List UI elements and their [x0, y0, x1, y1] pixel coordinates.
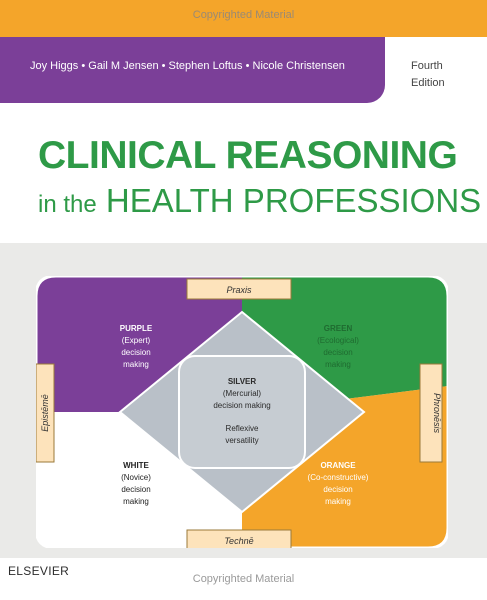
clinical-reasoning-diagram: Praxis Technē Epistēmē Phronēsis PURPLE …: [36, 276, 448, 548]
purple-line-2: decision: [121, 348, 150, 357]
purple-line-1: (Expert): [122, 336, 151, 345]
edition-line-1: Fourth: [411, 60, 443, 72]
white-line-2: decision: [121, 485, 150, 494]
techne-label: Technē: [224, 536, 253, 546]
praxis-label: Praxis: [226, 285, 252, 295]
episteme-label: Epistēmē: [40, 394, 50, 432]
silver-line-2: decision making: [213, 401, 270, 410]
edition-line-2: Edition: [411, 77, 445, 89]
publisher-logo: ELSEVIER: [8, 564, 70, 578]
green-line-3: making: [325, 360, 351, 369]
white-line-3: making: [123, 497, 149, 506]
praxis-box: [186, 278, 292, 300]
silver-line-3: Reflexive: [226, 424, 259, 433]
white-line-1: (Novice): [121, 473, 151, 482]
phronesis-box: [419, 363, 443, 463]
orange-line-2: decision: [323, 485, 352, 494]
authors-line: Joy Higgs • Gail M Jensen • Stephen Loft…: [30, 60, 345, 72]
subtitle-main: HEALTH PROFESSIONS: [105, 182, 482, 219]
white-title: WHITE: [123, 461, 149, 470]
silver-line-4: versatility: [225, 436, 258, 445]
orange-line-3: making: [325, 497, 351, 506]
purple-title: PURPLE: [120, 324, 153, 333]
orange-title: ORANGE: [320, 461, 356, 470]
book-subtitle: in the HEALTH PROFESSIONS: [38, 182, 481, 220]
episteme-box: [36, 363, 55, 463]
book-title: CLINICAL REASONING: [38, 134, 458, 177]
watermark-bottom: Copyrighted Material: [192, 573, 295, 585]
silver-box: [178, 355, 306, 469]
green-line-1: (Ecological): [317, 336, 359, 345]
silver-title: SILVER: [228, 377, 257, 386]
subtitle-prefix: in the: [38, 191, 97, 218]
green-line-2: decision: [323, 348, 352, 357]
purple-line-3: making: [123, 360, 149, 369]
diagram-outline: [36, 276, 448, 548]
phronesis-label: Phronēsis: [432, 393, 442, 434]
green-title: GREEN: [324, 324, 353, 333]
silver-line-1: (Mercurial): [223, 389, 262, 398]
watermark-top: Copyrighted Material: [192, 9, 295, 21]
techne-box: [186, 529, 292, 548]
author-band: [0, 37, 385, 103]
top-orange-bar: [0, 0, 487, 37]
orange-line-1: (Co-constructive): [308, 473, 369, 482]
edition-label: Fourth Edition: [411, 58, 445, 92]
